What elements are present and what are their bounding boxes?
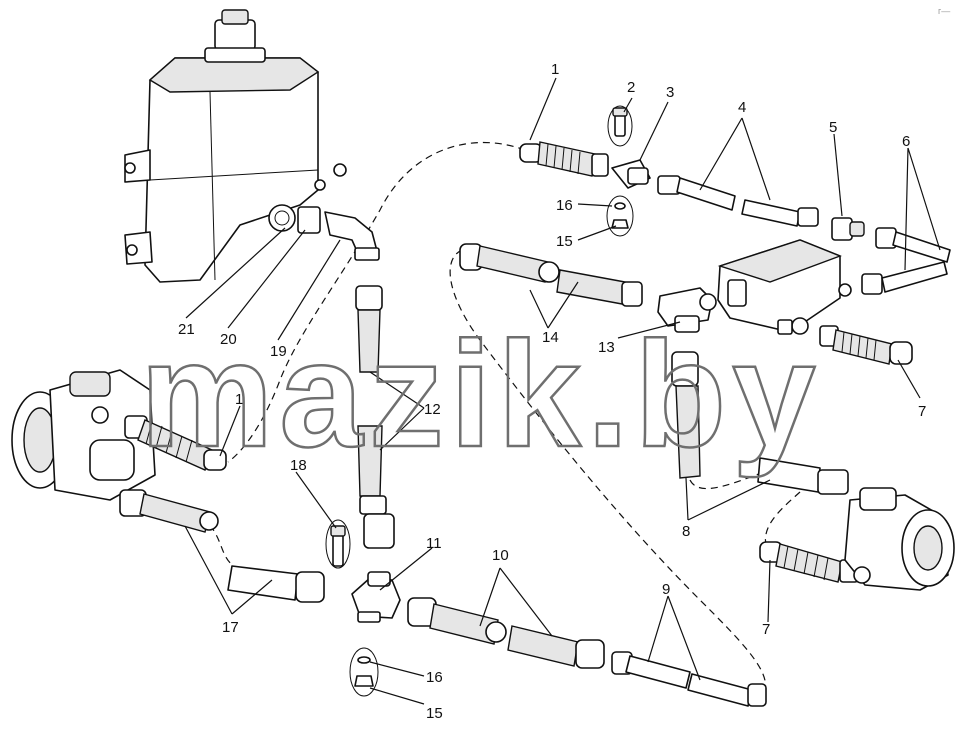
callout-4: 4 [738, 99, 746, 116]
callout-7-lower: 7 [762, 621, 770, 638]
callout-12: 12 [424, 401, 441, 418]
tube-6 [861, 227, 951, 295]
callout-19: 19 [270, 343, 287, 360]
callout-15-bottom: 15 [426, 705, 443, 722]
callout-1-left: 1 [235, 391, 243, 408]
leader-lines [184, 77, 941, 705]
pump-left [11, 369, 156, 501]
callout-18: 18 [290, 457, 307, 474]
tube-4 [657, 175, 819, 227]
pump-right [844, 487, 955, 591]
control-valve-block [717, 239, 852, 335]
callout-17: 17 [222, 619, 239, 636]
dashed-route-right-pump [764, 491, 801, 556]
callout-2: 2 [627, 79, 635, 96]
hose-7-upper [819, 325, 913, 365]
dashed-route-tank-to-hose [227, 142, 526, 463]
tube-12 [355, 285, 395, 549]
corner-mark: г— [938, 6, 950, 16]
callout-16-bottom: 16 [426, 669, 443, 686]
tee-13 [657, 287, 717, 333]
callout-9: 9 [662, 581, 670, 598]
watermark-text: mazik.by [140, 310, 822, 478]
callout-6: 6 [902, 133, 910, 150]
hose-7-lower [759, 541, 859, 583]
callout-1-top: 1 [551, 61, 559, 78]
tee-11 [351, 571, 401, 623]
callout-14: 14 [542, 329, 559, 346]
hose-17 [119, 489, 325, 603]
hose-8 [671, 351, 849, 495]
fitting-5 [831, 217, 865, 241]
callout-3: 3 [666, 84, 674, 101]
callout-16-top: 16 [556, 197, 573, 214]
hose-1-top [519, 141, 609, 177]
dashed-route-loop [449, 249, 767, 691]
bracket-3 [611, 159, 651, 189]
tank-fittings [268, 204, 380, 261]
hose-10 [407, 597, 605, 669]
callout-15-top: 15 [556, 233, 573, 250]
callout-10: 10 [492, 547, 509, 564]
callout-labels: 1 2 3 4 5 6 16 15 14 13 7 21 20 19 1 12 … [178, 61, 926, 722]
callout-20: 20 [220, 331, 237, 348]
callout-11: 11 [426, 535, 442, 552]
seal-ring-21 [268, 204, 296, 232]
hydraulic-tank [124, 9, 347, 283]
bolt-2 [607, 105, 633, 147]
callout-21: 21 [178, 321, 195, 338]
callout-13: 13 [598, 339, 615, 356]
tube-9 [611, 651, 767, 707]
bolt-18 [325, 519, 351, 569]
dashed-route-left-bottom [209, 524, 241, 571]
adapter-20 [297, 206, 321, 234]
callout-5: 5 [829, 119, 837, 136]
hose-14 [459, 243, 643, 307]
callout-7-upper: 7 [918, 403, 926, 420]
callout-8: 8 [682, 523, 690, 540]
washer-nut-top [606, 195, 634, 237]
washer-nut-bottom [349, 647, 379, 697]
